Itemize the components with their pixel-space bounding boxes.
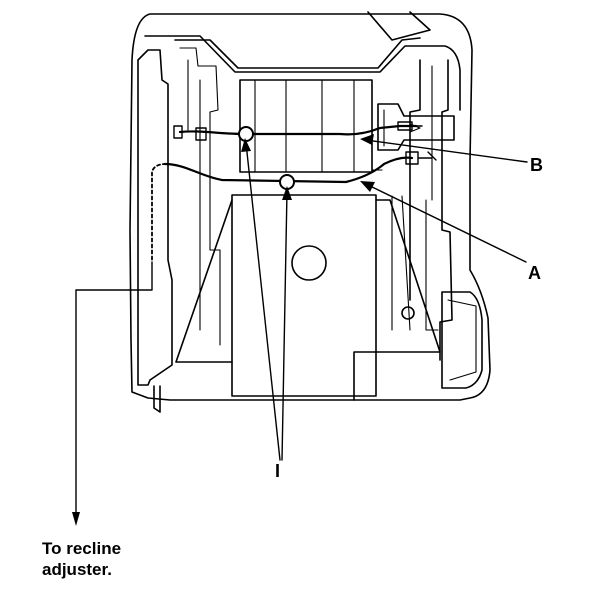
callout-label-i: I — [275, 461, 281, 481]
lower-board-step — [353, 351, 377, 401]
lower-board-left-wedge — [175, 199, 233, 363]
recline-adjuster-caption: To recline adjuster. — [42, 538, 121, 580]
caption-line-2: adjuster. — [42, 560, 112, 579]
upper-pad — [239, 79, 373, 173]
leader-i-lower — [281, 190, 288, 461]
clip-upper — [238, 126, 254, 142]
leader-b — [365, 139, 528, 163]
leader-i-upper-arrowhead-icon — [241, 138, 251, 152]
right-mechanism-bracket — [377, 103, 455, 151]
leader-a — [365, 183, 527, 263]
seat-frame-left — [137, 49, 173, 386]
cable-b — [178, 124, 418, 136]
headrest-notch — [367, 11, 431, 41]
center-access-hole — [291, 245, 327, 281]
leader-a-arrowhead-icon — [360, 181, 375, 192]
seat-frame-top — [144, 35, 461, 111]
right-access-hole — [401, 306, 415, 320]
callout-label-b: B — [530, 155, 543, 175]
right-side-panel — [441, 291, 483, 389]
left-bracket-tab — [153, 385, 161, 413]
upper-pad-ribs — [254, 79, 383, 173]
caption-line-1: To recline — [42, 539, 122, 558]
cable-a-right-connector — [405, 151, 437, 165]
recline-lead-arrow — [75, 261, 153, 521]
lower-board-right-wedge — [375, 199, 441, 353]
leader-b-arrowhead-icon — [360, 134, 374, 145]
cable-b-right-connector — [397, 121, 423, 131]
cable-a — [163, 156, 414, 184]
seat-back-outer-shell — [129, 13, 491, 401]
seat-frame-top-inner — [174, 37, 421, 69]
recline-lead-arrowhead-icon — [72, 512, 80, 526]
leader-i-upper — [245, 142, 281, 461]
right-side-panel-inner — [447, 299, 477, 381]
cable-b-left-end — [173, 125, 207, 141]
leader-i-lower-arrowhead-icon — [282, 186, 292, 200]
seat-frame-left-inner — [179, 47, 221, 346]
lower-back-board — [231, 194, 377, 397]
seat-frame-right-inner — [425, 65, 439, 331]
recline-lead-dashed — [151, 163, 167, 261]
callout-label-a: A — [528, 263, 541, 283]
seat-frame-right — [409, 59, 453, 361]
